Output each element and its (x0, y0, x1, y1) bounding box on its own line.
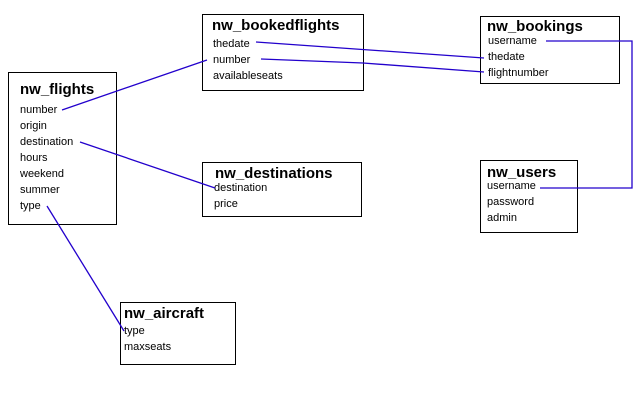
field-aircraft-type: type (124, 325, 145, 337)
field-destinations-destination: destination (214, 182, 268, 194)
field-users-username: username (487, 180, 536, 192)
table-title-nw-aircraft: nw_aircraft (124, 305, 205, 322)
field-bookings-flightnumber: flightnumber (488, 67, 549, 79)
field-destinations-price: price (214, 198, 238, 210)
field-aircraft-maxseats: maxseats (124, 341, 172, 353)
field-flights-hours: hours (20, 152, 48, 164)
field-bookedflights-number: number (213, 54, 251, 66)
table-nw-destinations (202, 162, 362, 217)
field-flights-destination: destination (20, 136, 74, 148)
field-flights-number: number (20, 104, 58, 116)
table-title-nw-bookings: nw_bookings (487, 18, 583, 35)
field-bookings-thedate: thedate (488, 51, 525, 63)
table-title-nw-flights: nw_flights (20, 81, 95, 98)
field-flights-origin: origin (20, 120, 47, 132)
table-title-nw-destinations: nw_destinations (215, 165, 333, 182)
table-title-nw-bookedflights: nw_bookedflights (212, 17, 340, 34)
field-users-admin: admin (487, 212, 517, 224)
table-title-nw-users: nw_users (487, 164, 557, 181)
field-flights-summer: summer (20, 184, 60, 196)
field-flights-weekend: weekend (20, 168, 65, 180)
field-users-password: password (487, 196, 535, 208)
table-nw-aircraft (120, 302, 236, 365)
field-flights-type: type (20, 200, 41, 212)
field-bookedflights-availableseats: availableseats (213, 70, 283, 82)
field-bookings-username: username (488, 35, 537, 47)
field-bookedflights-thedate: thedate (213, 38, 250, 50)
